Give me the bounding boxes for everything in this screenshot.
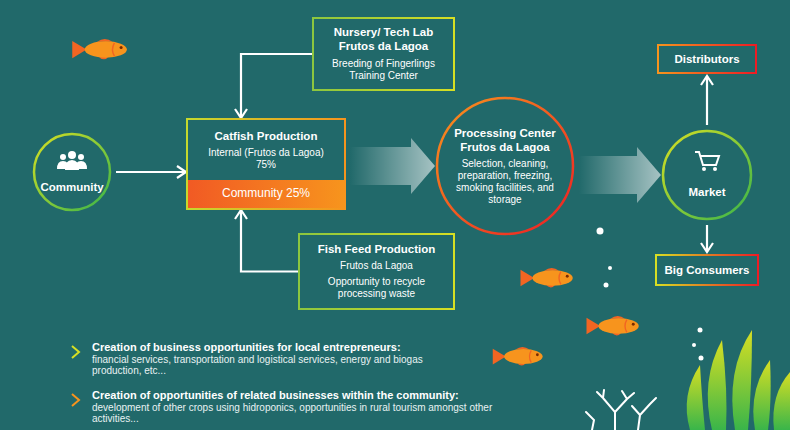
wheel (702, 167, 706, 171)
node-text: Frutos da Lagoa (306, 260, 447, 272)
seaweed (753, 360, 770, 430)
node-title: Community (40, 180, 103, 194)
node-title: Distributors (663, 52, 751, 66)
seaweed (732, 330, 752, 430)
legend-arrow (48, 346, 79, 406)
arrow-line (48, 399, 78, 401)
circle-ring (663, 131, 751, 219)
note-heading: Creation of opportunities of related bus… (92, 389, 512, 402)
arrow-line (48, 351, 78, 353)
cart-frame (695, 152, 719, 165)
distributors-box: Distributors (657, 44, 757, 74)
people-icon (57, 151, 87, 170)
production-box: Catfish ProductionInternal (Frutos da La… (186, 118, 346, 210)
flow-arrow (241, 210, 298, 272)
bubble (597, 228, 604, 235)
coral-branch (632, 398, 656, 430)
node-text: Selection, cleaning, preparation, freezi… (449, 158, 561, 206)
seaweed (708, 340, 727, 430)
flow-band-arrow (579, 147, 661, 203)
node-title: Fish Feed Production (306, 242, 447, 256)
flow-arrow (116, 171, 186, 173)
node-text: Internal (Frutos da Lagoa) 75% (208, 147, 324, 171)
bubble (692, 343, 696, 347)
community-share-band: Community 25% (188, 180, 344, 208)
head (78, 154, 84, 160)
circle-outline (661, 129, 753, 221)
node-title: Community 25% (192, 186, 340, 201)
fish (521, 268, 573, 288)
fish (72, 39, 127, 59)
circle-ring (437, 98, 573, 234)
bodies (57, 160, 87, 170)
processing-circle: Processing Center Frutos da LagoaSelecti… (435, 96, 575, 236)
node-text: Opportunity to recycle processing waste (306, 276, 447, 300)
node-title: Processing Center Frutos da Lagoa (449, 126, 561, 154)
flow-band-arrow (350, 138, 435, 194)
bubble (604, 283, 609, 288)
flow-arrow (706, 225, 708, 252)
coral-branch (597, 390, 634, 430)
circle-ring (34, 134, 110, 210)
seaweed (687, 365, 705, 430)
nursery-box: Nursery/ Tech Lab Frutos da LagoaBreedin… (312, 17, 455, 91)
arrow-head (72, 394, 79, 406)
fish (587, 316, 639, 336)
head (68, 151, 76, 159)
note-body: financial services, transportation and l… (92, 354, 437, 376)
flow-arrow (706, 76, 708, 125)
node-title: Market (688, 185, 725, 199)
head (60, 154, 66, 160)
bubble (699, 356, 704, 361)
coral (586, 390, 656, 430)
wheel (713, 167, 717, 171)
coral-branch (586, 412, 594, 430)
note-heading: Creation of business opportunities for l… (92, 341, 512, 354)
arrow-head (72, 346, 79, 358)
node-title: Catfish Production (208, 129, 324, 143)
feed-box: Fish Feed ProductionFrutos da LagoaOppor… (298, 233, 455, 310)
fish (493, 347, 543, 366)
seaweed (773, 372, 790, 430)
community-circle: Community (32, 132, 112, 212)
note-body: development of other crops using hidropo… (92, 402, 512, 424)
bubble (608, 266, 612, 270)
consumers-box: Big Consumers (655, 254, 759, 286)
market-circle: Market (661, 129, 753, 221)
node-text: Breeding of Fingerlings Training Center (320, 58, 447, 82)
circle-outline (32, 132, 112, 212)
node-title: Nursery/ Tech Lab Frutos da Lagoa (320, 25, 447, 53)
cart-icon (695, 152, 719, 171)
bubble (698, 328, 703, 333)
flow-arrow (241, 54, 312, 118)
node-title: Big Consumers (661, 263, 753, 277)
